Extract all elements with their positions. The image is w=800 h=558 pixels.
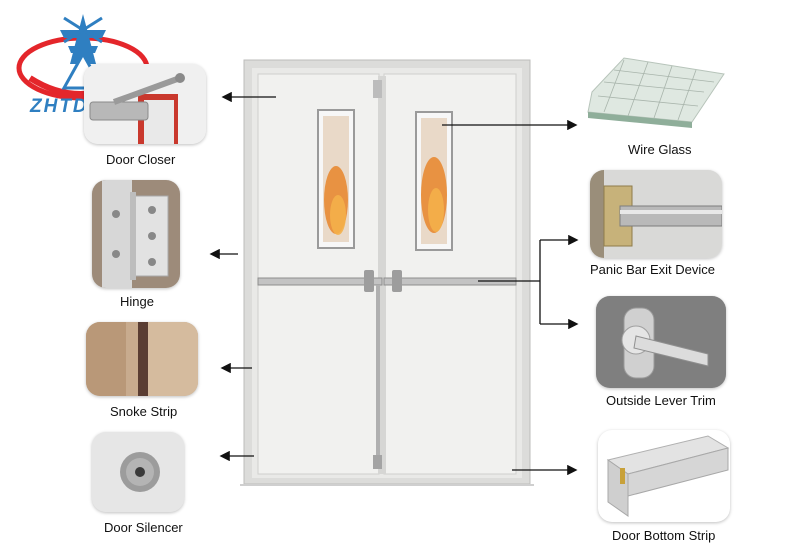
bottom-strip-icon (606, 435, 730, 517)
wire-glass-icon (587, 57, 725, 128)
bottom-strip-thumbnail (598, 430, 730, 522)
wire-glass-thumbnail (584, 52, 730, 136)
bottom-strip-label: Door Bottom Strip (612, 528, 716, 543)
door-silencer-label: Door Silencer (104, 520, 183, 535)
wire-glass-label: Wire Glass (628, 142, 692, 157)
door-closer-icon (84, 64, 206, 144)
lever-trim-label: Outside Lever Trim (606, 393, 716, 408)
panic-bar-label: Panic Bar Exit Device (590, 262, 715, 277)
lever-trim-thumbnail (596, 296, 726, 388)
snoke-strip-thumbnail (86, 322, 198, 396)
hinge-label: Hinge (120, 294, 154, 309)
smoke-strip-icon (86, 322, 198, 396)
door-silencer-icon (92, 432, 184, 512)
lever-handle-icon (596, 296, 726, 388)
panic-bar-thumbnail (590, 170, 722, 258)
door-silencer-thumbnail (92, 432, 184, 512)
snoke-strip-label: Snoke Strip (110, 404, 178, 419)
panic-bar-icon (590, 170, 722, 258)
hinge-icon (92, 180, 180, 288)
door-closer-label: Door Closer (106, 152, 176, 167)
hinge-thumbnail (92, 180, 180, 288)
door-closer-thumbnail (84, 64, 206, 144)
